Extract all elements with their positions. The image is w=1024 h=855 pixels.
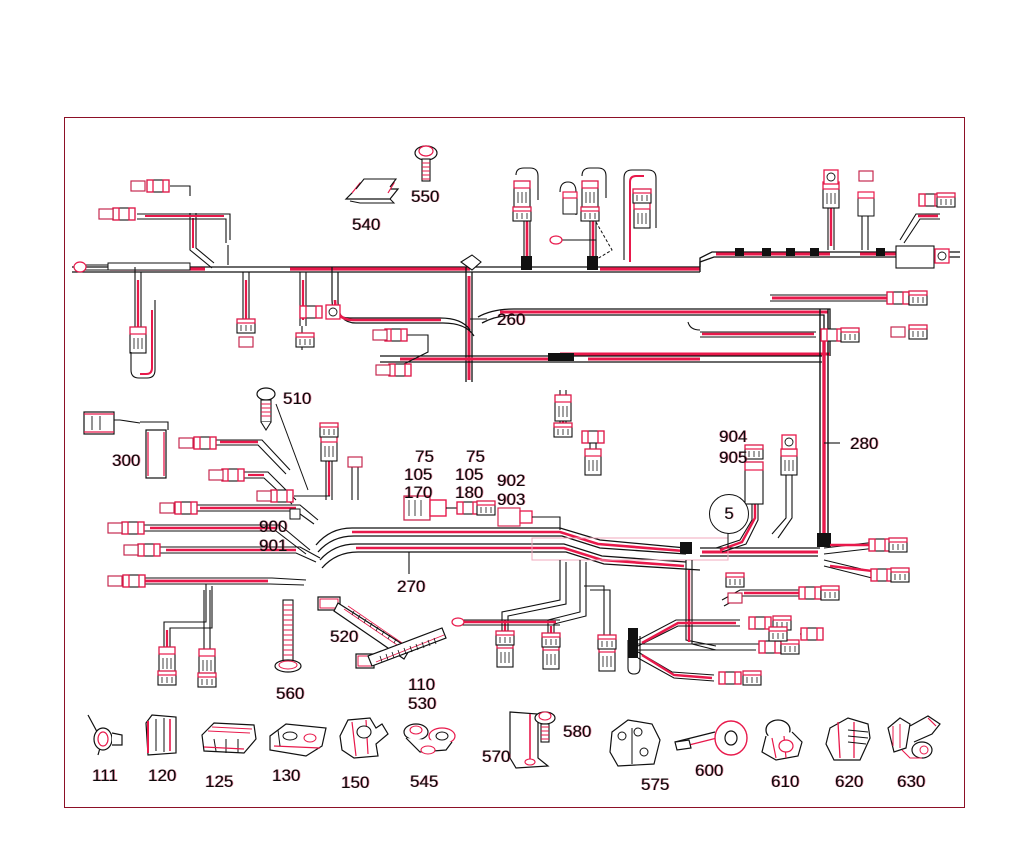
- part-label-620: 620: [835, 772, 864, 791]
- callout-900: 900: [259, 517, 288, 536]
- callout-110: 110: [408, 675, 436, 694]
- part-label-111: 111: [92, 766, 118, 785]
- callout-580: 580: [563, 722, 592, 741]
- callout-903: 903: [497, 490, 526, 509]
- callout-510: 510: [283, 389, 312, 408]
- callout-260: 260: [497, 310, 526, 329]
- part-label-630: 630: [897, 772, 926, 791]
- callout-520: 520: [330, 627, 359, 646]
- callout-904: 904: [719, 427, 748, 446]
- part-label-130: 130: [272, 766, 301, 785]
- part-label-120: 120: [148, 766, 177, 785]
- balloon-5: 5: [709, 494, 749, 534]
- callout-105-b: 105: [455, 465, 484, 484]
- callout-905: 905: [719, 448, 748, 467]
- callout-300: 300: [112, 451, 141, 470]
- callout-75-a: 75: [415, 447, 434, 466]
- callout-560: 560: [276, 684, 305, 703]
- balloon-5-text: 5: [724, 504, 734, 523]
- callout-75-b: 75: [466, 447, 485, 466]
- callout-280: 280: [850, 434, 879, 453]
- part-label-545: 545: [410, 772, 439, 791]
- callout-901: 901: [259, 536, 288, 555]
- diagram-frame: [64, 117, 965, 808]
- callout-570: 570: [482, 747, 511, 766]
- part-label-150: 150: [341, 773, 370, 792]
- callout-550: 550: [411, 187, 440, 206]
- part-label-600: 600: [695, 761, 724, 780]
- callout-180: 180: [455, 483, 484, 502]
- part-label-125: 125: [205, 772, 234, 791]
- callout-530: 530: [408, 694, 437, 713]
- callout-540: 540: [352, 215, 381, 234]
- callout-105-a: 105: [404, 465, 433, 484]
- part-label-610: 610: [771, 772, 800, 791]
- callout-270: 270: [397, 577, 426, 596]
- callout-902: 902: [497, 471, 526, 490]
- part-label-575: 575: [641, 775, 670, 794]
- callout-170: 170: [404, 483, 433, 502]
